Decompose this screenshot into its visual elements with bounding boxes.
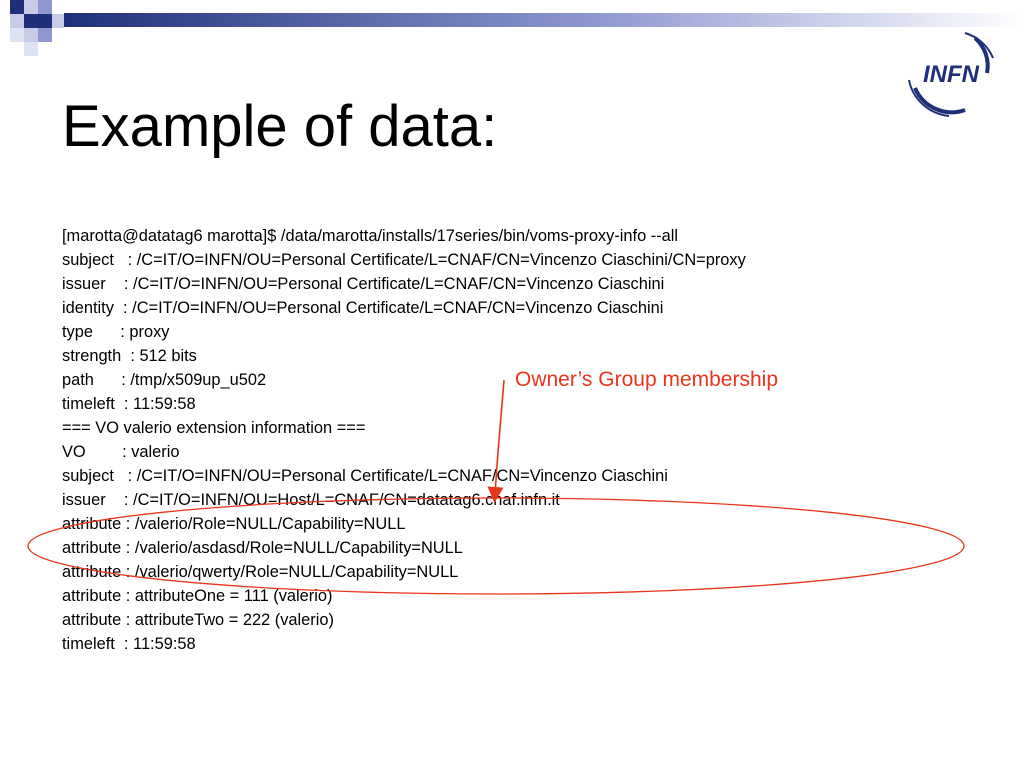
header-gradient-band	[64, 13, 1024, 27]
output-line: VO : valerio	[62, 443, 180, 461]
output-line: === VO valerio extension information ===	[62, 419, 366, 437]
output-line: subject : /C=IT/O=INFN/OU=Personal Certi…	[62, 467, 668, 485]
output-line: subject : /C=IT/O=INFN/OU=Personal Certi…	[62, 251, 746, 269]
output-line: timeleft : 11:59:58	[62, 395, 196, 413]
output-line: type : proxy	[62, 323, 170, 341]
output-line: attribute : /valerio/asdasd/Role=NULL/Ca…	[62, 539, 463, 557]
corner-decoration	[10, 0, 64, 56]
output-line: strength : 512 bits	[62, 347, 197, 365]
output-line: [marotta@datatag6 marotta]$ /data/marott…	[62, 227, 679, 245]
output-line: attribute : /valerio/Role=NULL/Capabilit…	[62, 515, 406, 533]
output-line: timeleft : 11:59:58	[62, 635, 196, 653]
output-line: issuer : /C=IT/O=INFN/OU=Host/L=CNAF/CN=…	[62, 491, 560, 509]
output-line: attribute : attributeOne = 111 (valerio)	[62, 587, 333, 605]
output-line: path : /tmp/x509up_u502	[62, 371, 267, 389]
svg-text:INFN: INFN	[923, 61, 980, 88]
annotation-label: Owner’s Group membership	[515, 368, 778, 391]
infn-logo: INFN	[908, 32, 994, 117]
output-line: attribute : /valerio/qwerty/Role=NULL/Ca…	[62, 563, 459, 581]
slide-title: Example of data:	[62, 94, 498, 159]
output-line: identity : /C=IT/O=INFN/OU=Personal Cert…	[62, 299, 664, 317]
output-line: attribute : attributeTwo = 222 (valerio)	[62, 611, 334, 629]
command-output: [marotta@datatag6 marotta]$ /data/marott…	[62, 224, 746, 656]
output-line: issuer : /C=IT/O=INFN/OU=Personal Certif…	[62, 275, 665, 293]
